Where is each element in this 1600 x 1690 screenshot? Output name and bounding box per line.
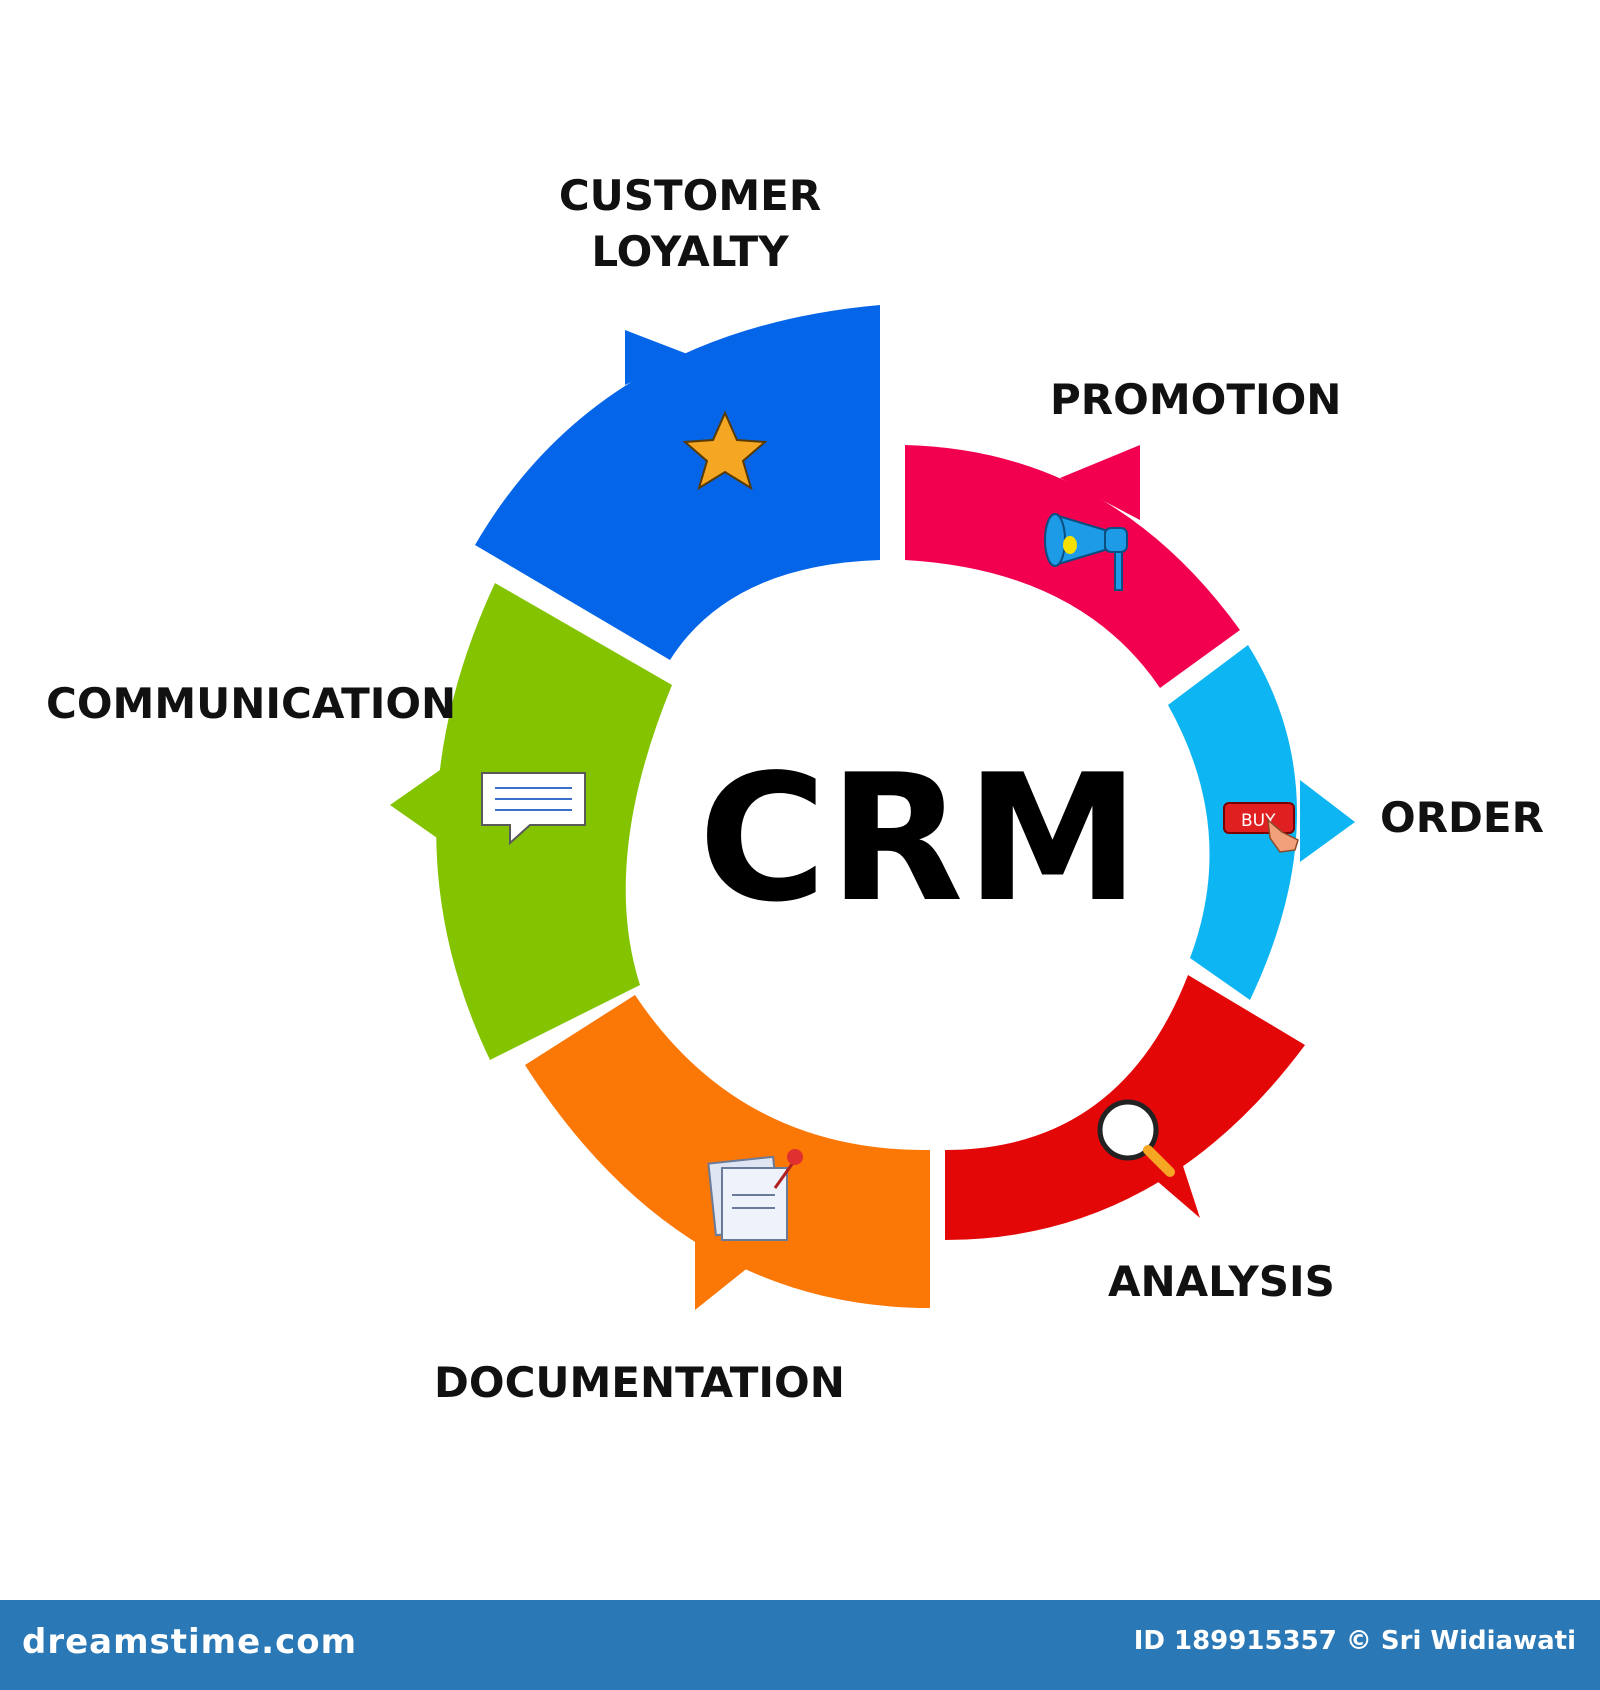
- megaphone-icon: [1044, 513, 1128, 591]
- label-line: LOYALTY: [591, 227, 789, 276]
- label-line: DOCUMENTATION: [434, 1358, 845, 1407]
- label-line: COMMUNICATION: [46, 679, 457, 728]
- segment-analysis: [945, 975, 1305, 1240]
- label-communication: COMMUNICATION: [46, 676, 456, 732]
- segment-promotion: [905, 445, 1240, 688]
- footer-bar: dreamstime.com ID 189915357 © Sri Widiaw…: [0, 1600, 1600, 1690]
- label-line: CUSTOMER: [558, 171, 822, 220]
- crm-cycle-diagram: BUY: [390, 305, 1355, 1310]
- label-customer-loyalty: CUSTOMER LOYALTY: [520, 168, 860, 280]
- documents-pin-icon: [707, 1149, 803, 1241]
- label-line: ORDER: [1380, 793, 1544, 842]
- segment-communication: [390, 583, 672, 1060]
- star-icon: [682, 410, 768, 491]
- label-order: ORDER: [1380, 790, 1544, 846]
- label-line: PROMOTION: [1050, 375, 1342, 424]
- footer-credit: ID 189915357 © Sri Widiawati: [1133, 1626, 1576, 1656]
- magnifier-icon: [1097, 1099, 1175, 1177]
- label-documentation: DOCUMENTATION: [434, 1355, 845, 1411]
- segment-documentation: [525, 995, 930, 1310]
- label-promotion: PROMOTION: [1050, 372, 1341, 428]
- segment-order: BUY: [1168, 645, 1355, 1000]
- buy-button-icon: BUY: [1223, 802, 1299, 853]
- label-analysis: ANALYSIS: [1108, 1254, 1335, 1310]
- center-title: CRM: [698, 738, 1142, 941]
- buy-button-text: BUY: [1241, 811, 1276, 831]
- footer-brand: dreamstime.com: [22, 1622, 358, 1662]
- segment-customer-loyalty: [475, 305, 880, 660]
- label-line: ANALYSIS: [1108, 1257, 1335, 1306]
- chat-bubble-icon: [481, 772, 586, 846]
